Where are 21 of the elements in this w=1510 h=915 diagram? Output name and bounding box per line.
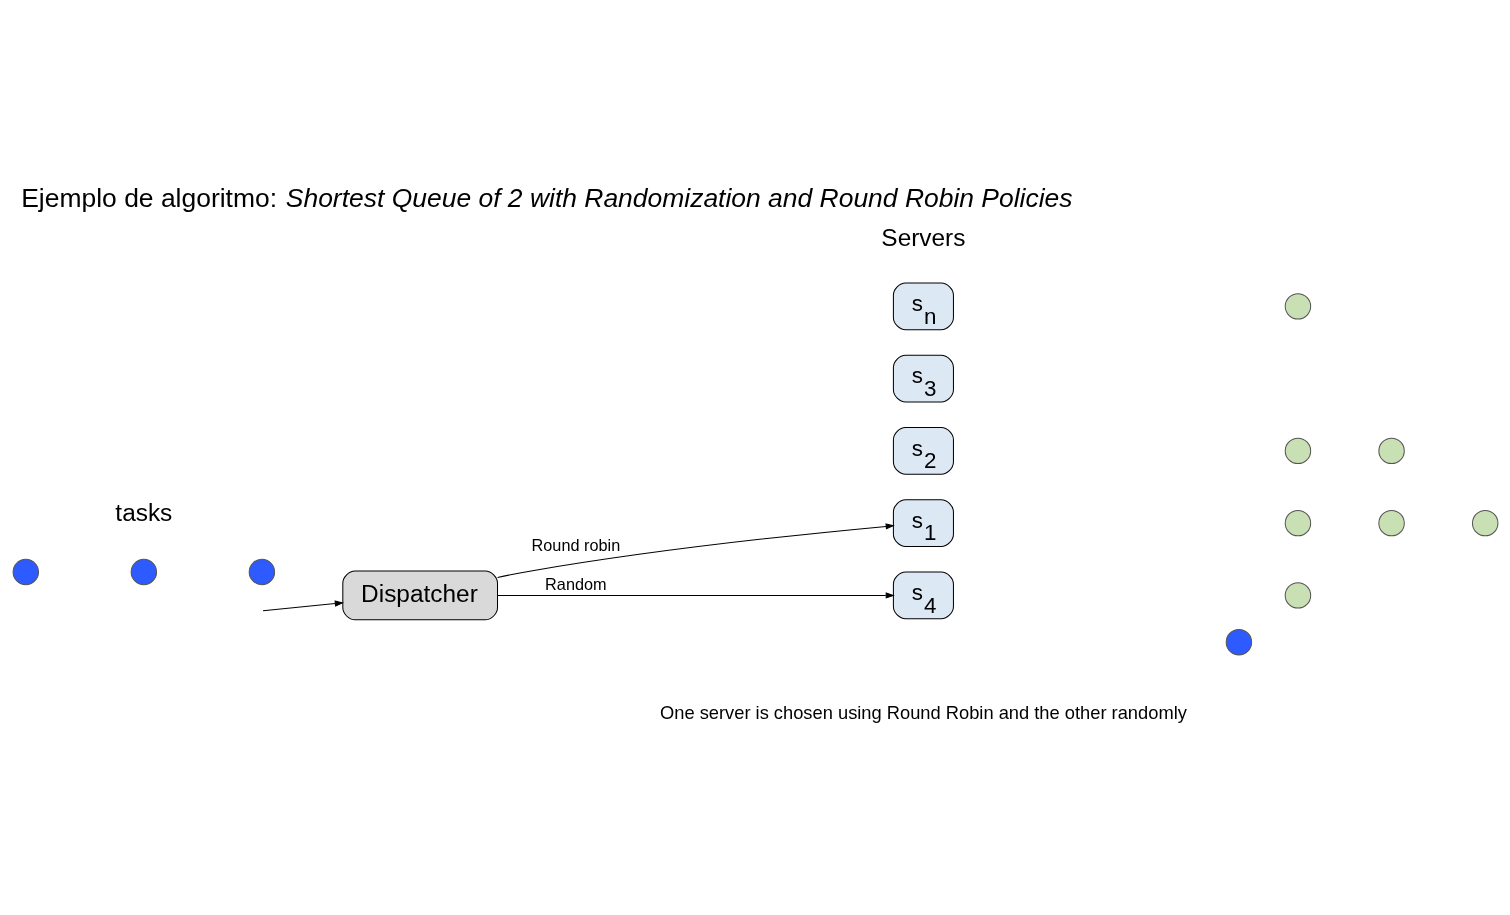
node-circle	[1377, 509, 1405, 536]
node-circle	[12, 558, 39, 585]
arrow	[496, 522, 895, 578]
node-circle	[130, 558, 157, 585]
label: tasks	[114, 498, 172, 526]
label: Servers	[880, 223, 965, 250]
arrow	[496, 591, 895, 599]
node-circle	[1284, 581, 1311, 609]
node-circle	[1377, 437, 1405, 464]
node-circle	[1471, 509, 1498, 536]
label: One server is chosen using Round Robin and the other randomly	[659, 701, 1187, 723]
diagram-title: Ejemplo de algoritmo: Shortest Queue of 2 with Randomization and Round Robin Policies	[20, 182, 1073, 213]
arrow	[262, 599, 344, 611]
node-circle	[1284, 292, 1311, 320]
node-circle	[1225, 628, 1252, 655]
node-circle	[248, 558, 275, 585]
node-circle	[1284, 437, 1311, 464]
edge-label: Round robin	[531, 535, 620, 554]
node-box: Dispatcher	[341, 569, 498, 620]
node-circle	[1284, 509, 1311, 536]
edge-label: Random	[544, 574, 607, 593]
